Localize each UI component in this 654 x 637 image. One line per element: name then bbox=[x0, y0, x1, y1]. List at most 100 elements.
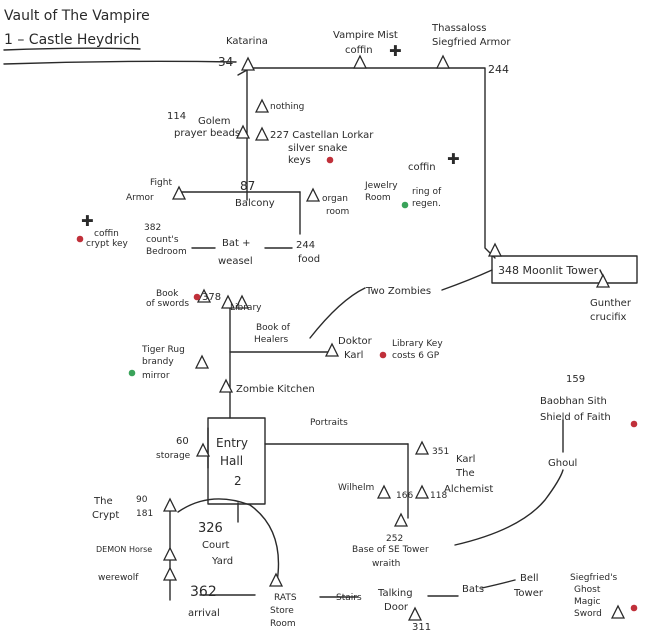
label-castellan: 227 Castellan Lorkar bbox=[270, 130, 374, 141]
label-door: Door bbox=[384, 602, 409, 613]
door-icon bbox=[376, 484, 392, 499]
label-stairs: Stairs bbox=[336, 593, 362, 603]
label-room-2: 2 bbox=[234, 474, 242, 488]
label-room-60: 60 bbox=[176, 436, 189, 447]
label-costs-gp: costs 6 GP bbox=[392, 351, 440, 361]
label-library: Library bbox=[230, 303, 262, 313]
label-room-244: 244 bbox=[488, 63, 509, 76]
map-subtitle: 1 – Castle Heydrich bbox=[4, 32, 139, 48]
door-icon bbox=[235, 124, 251, 139]
label-siegfrieds: Siegfried's bbox=[570, 573, 618, 583]
label-karl: Karl bbox=[344, 350, 363, 361]
label-thassaloss: Thassaloss bbox=[431, 23, 486, 34]
label-weasel: weasel bbox=[218, 256, 253, 267]
label-zombie-kitchen: Zombie Kitchen bbox=[236, 384, 315, 395]
label-crypt-key: crypt key bbox=[86, 239, 129, 249]
entry-hall-box bbox=[207, 417, 266, 505]
label-store: Store bbox=[270, 606, 294, 616]
label-room-311: 311 bbox=[412, 622, 431, 633]
label-armor: Armor bbox=[126, 193, 154, 203]
label-doktor: Doktor bbox=[338, 336, 373, 347]
door-icon bbox=[220, 294, 236, 309]
label-nothing: nothing bbox=[270, 102, 304, 112]
label-demon-horse: DEMON Horse bbox=[96, 545, 152, 554]
label-room-378: 378 bbox=[202, 292, 221, 303]
label-ring-of: ring of bbox=[412, 187, 442, 197]
door-icon bbox=[254, 98, 270, 113]
door-icon bbox=[234, 294, 250, 309]
label-organ-room: room bbox=[326, 207, 349, 217]
label-court: Court bbox=[202, 540, 230, 551]
label-karl-the: Karl bbox=[456, 454, 475, 465]
label-brandy: brandy bbox=[142, 357, 174, 367]
label-room-252: 252 bbox=[386, 534, 403, 544]
label-base-se-tower: Base of SE Tower bbox=[352, 545, 429, 555]
label-room-351: 351 bbox=[432, 447, 449, 457]
label-storage: storage bbox=[156, 451, 191, 461]
red-dot-icon bbox=[326, 156, 334, 164]
title-block: Vault of The Vampire 1 – Castle Heydrich bbox=[3, 8, 237, 65]
label-mirror: mirror bbox=[142, 371, 170, 381]
label-arrival: arrival bbox=[188, 608, 220, 619]
label-room-166: 166 bbox=[396, 491, 413, 501]
door-icon bbox=[324, 342, 340, 357]
label-room-244b: 244 bbox=[296, 240, 315, 251]
label-food: food bbox=[298, 254, 320, 265]
label-crucifix: crucifix bbox=[590, 312, 627, 323]
label-silver-snake: silver snake bbox=[288, 143, 347, 154]
subtitle-underline bbox=[3, 47, 141, 51]
label-katarina: Katarina bbox=[226, 36, 268, 47]
label-room-87: 87 bbox=[240, 179, 255, 193]
label-bell: Bell bbox=[520, 573, 539, 584]
label-room-181: 181 bbox=[136, 509, 153, 519]
label-room-326: 326 bbox=[198, 521, 223, 536]
label-coffin-top: coffin bbox=[345, 45, 373, 56]
label-bats: Bats bbox=[462, 584, 484, 595]
moonlit-tower-box bbox=[491, 255, 638, 284]
label-library-key: Library Key bbox=[392, 339, 443, 349]
label-siegfried-armor: Siegfried Armor bbox=[432, 37, 511, 48]
door-icon bbox=[240, 56, 256, 71]
label-rats: RATS bbox=[274, 593, 297, 603]
doors bbox=[162, 54, 626, 621]
label-the: The bbox=[455, 468, 475, 479]
red-dot-icon bbox=[76, 235, 84, 243]
red-dot-icon bbox=[630, 420, 638, 428]
label-tower: Tower bbox=[513, 588, 544, 599]
map-title: Vault of The Vampire bbox=[4, 8, 150, 24]
label-two-zombies: Two Zombies bbox=[365, 286, 431, 297]
label-of-swords: of swords bbox=[146, 299, 189, 309]
label-jewelry-room: Room bbox=[365, 193, 391, 203]
door-icon bbox=[254, 126, 270, 141]
green-dot-icon bbox=[401, 201, 409, 209]
door-icon bbox=[162, 546, 178, 561]
label-coffin-right: coffin bbox=[408, 162, 436, 173]
label-coffin-left: coffin bbox=[94, 229, 119, 239]
door-icon bbox=[352, 54, 368, 69]
label-magic: Magic bbox=[574, 597, 600, 607]
label-crypt: Crypt bbox=[92, 510, 119, 521]
markers: ✚ ✚ ✚ bbox=[76, 42, 638, 612]
label-ghoul: Ghoul bbox=[548, 458, 577, 469]
green-dot-icon bbox=[128, 369, 136, 377]
label-room-34: 34 bbox=[218, 55, 233, 69]
door-icon bbox=[487, 242, 503, 257]
label-sword: Sword bbox=[574, 609, 602, 619]
label-shield-of-faith: Shield of Faith bbox=[540, 412, 611, 423]
label-countess: count's bbox=[146, 235, 179, 245]
door-icon bbox=[435, 54, 451, 69]
label-tiger-rug: Tiger Rug bbox=[141, 345, 185, 355]
label-book: Book bbox=[156, 289, 179, 299]
title-underline bbox=[3, 60, 237, 65]
door-icon bbox=[218, 378, 234, 393]
label-fight: Fight bbox=[150, 178, 172, 188]
label-talking: Talking bbox=[377, 588, 413, 599]
door-icon bbox=[268, 572, 284, 587]
red-dot-icon bbox=[379, 351, 387, 359]
label-portraits: Portraits bbox=[310, 418, 348, 428]
label-wraith: wraith bbox=[372, 559, 400, 569]
label-room-90: 90 bbox=[136, 495, 148, 505]
door-icon bbox=[610, 604, 626, 619]
label-hall: Hall bbox=[220, 454, 243, 468]
